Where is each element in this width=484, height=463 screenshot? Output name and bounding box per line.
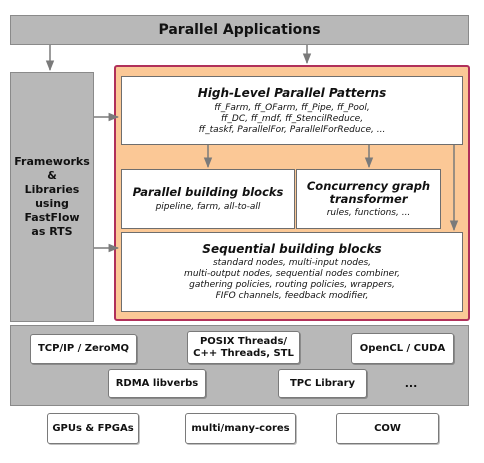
tcp-zeromq-box: TCP/IP / ZeroMQ	[30, 334, 137, 364]
parallel-building-blocks-title: Parallel building blocks	[132, 185, 284, 199]
posix-threads-box: POSIX Threads/ C++ Threads, STL	[187, 331, 300, 364]
tcp-zeromq-label: TCP/IP / ZeroMQ	[37, 343, 130, 354]
cow-label: COW	[374, 422, 401, 434]
concurrency-graph-box: Concurrency graph transformer rules, fun…	[296, 169, 441, 229]
multi-many-cores-box: multi/many-cores	[185, 413, 296, 444]
tpc-library-box: TPC Library	[278, 369, 367, 398]
sequential-building-blocks-title: Sequential building blocks	[202, 242, 382, 256]
frameworks-line-2: &	[47, 169, 57, 182]
frameworks-line-3: Libraries	[24, 183, 80, 196]
parallel-building-blocks-box: Parallel building blocks pipeline, farm,…	[121, 169, 295, 229]
frameworks-line-6: as RTS	[31, 225, 73, 238]
sequential-building-blocks-line-3: gathering policies, routing policies, wr…	[189, 280, 395, 290]
frameworks-line-4: using	[35, 197, 69, 210]
rdma-libverbs-box: RDMA libverbs	[108, 369, 206, 398]
frameworks-line-1: Frameworks	[14, 155, 90, 168]
rdma-libverbs-label: RDMA libverbs	[115, 377, 199, 389]
high-level-patterns-line-1: ff_Farm, ff_OFarm, ff_Pipe, ff_Pool,	[214, 102, 370, 113]
opencl-cuda-label: OpenCL / CUDA	[359, 342, 446, 354]
high-level-patterns-line-3: ff_taskf, ParallelFor, ParallelForReduce…	[198, 124, 386, 135]
frameworks-box: Frameworks & Libraries using FastFlow as…	[10, 72, 94, 322]
sequential-building-blocks-line-1: standard nodes, multi-input nodes,	[212, 258, 372, 268]
tpc-library-label: TPC Library	[289, 377, 356, 389]
concurrency-graph-title-2: transformer	[329, 191, 408, 206]
sequential-building-blocks-line-4: FIFO channels, feedback modifier,	[215, 291, 369, 301]
posix-threads-line-2: C++ Threads, STL	[193, 347, 294, 359]
gpus-fpgas-label: GPUs & FPGAs	[52, 422, 134, 434]
high-level-patterns-title: High-Level Parallel Patterns	[197, 85, 387, 100]
high-level-patterns-box: High-Level Parallel Patterns ff_Farm, ff…	[121, 76, 463, 145]
sequential-building-blocks-box: Sequential building blocks standard node…	[121, 232, 463, 312]
gpus-fpgas-box: GPUs & FPGAs	[47, 413, 139, 444]
frameworks-line-5: FastFlow	[24, 211, 80, 224]
multi-many-cores-label: multi/many-cores	[191, 422, 290, 434]
parallel-building-blocks-subtitle: pipeline, farm, all-to-all	[155, 202, 261, 212]
runtime-more-label: ...	[396, 373, 426, 393]
concurrency-graph-subtitle: rules, functions, ...	[326, 207, 411, 218]
cow-box: COW	[336, 413, 439, 444]
concurrency-graph-title-1: Concurrency graph	[306, 178, 431, 193]
parallel-applications-bar: Parallel Applications	[10, 15, 469, 45]
posix-threads-line-1: POSIX Threads/	[199, 335, 288, 347]
opencl-cuda-box: OpenCL / CUDA	[351, 333, 454, 364]
sequential-building-blocks-line-2: multi-output nodes, sequential nodes com…	[184, 269, 400, 279]
runtime-more-text: ...	[404, 376, 418, 390]
parallel-applications-label: Parallel Applications	[158, 22, 321, 38]
high-level-patterns-line-2: ff_DC, ff_mdf, ff_StencilReduce,	[220, 113, 364, 124]
